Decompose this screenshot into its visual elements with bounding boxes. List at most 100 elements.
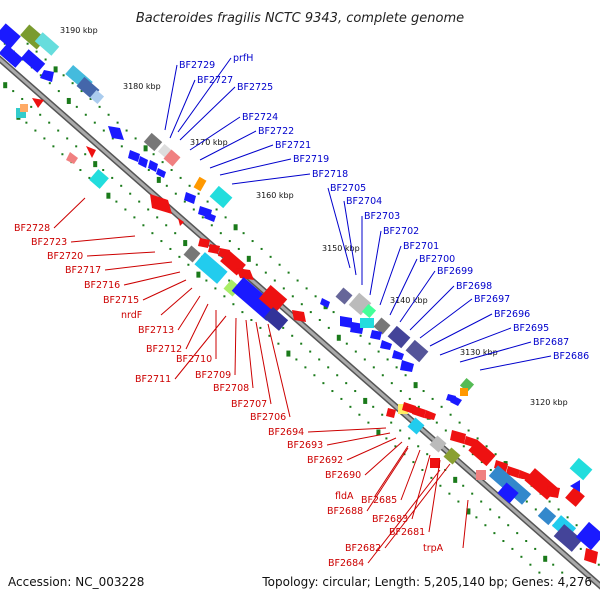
forward-gene-label[interactable]: BF2699 xyxy=(437,266,473,277)
tick-dot xyxy=(183,240,188,247)
reverse-gene-label[interactable]: BF2690 xyxy=(325,470,361,481)
leader-line xyxy=(219,158,292,176)
tick-dot xyxy=(120,184,123,187)
tick-dot xyxy=(390,382,393,385)
tick-dot xyxy=(196,271,201,278)
reverse-gene-label[interactable]: fldA xyxy=(335,491,354,502)
tick-dot xyxy=(242,232,245,235)
tick-dot xyxy=(449,413,452,416)
tick-dot xyxy=(417,405,420,408)
tick-dot xyxy=(327,366,330,369)
forward-gene-label[interactable]: BF2703 xyxy=(364,211,400,222)
tick-dot xyxy=(390,421,393,424)
forward-gene-label[interactable]: BF2698 xyxy=(456,281,492,292)
tick-dot xyxy=(44,58,47,61)
forward-gene-label[interactable]: BF2705 xyxy=(330,183,366,194)
reverse-gene-label[interactable]: BF2684 xyxy=(328,558,364,569)
tick-dot xyxy=(557,508,560,511)
tick-dot xyxy=(575,524,578,527)
reverse-gene-label[interactable]: BF2716 xyxy=(84,280,120,291)
reverse-gene-label[interactable]: BF2712 xyxy=(146,344,182,355)
leader-line xyxy=(142,279,187,301)
tick-dot xyxy=(363,397,368,404)
reverse-gene-label[interactable]: BF2685 xyxy=(361,495,397,506)
reverse-gene-label[interactable]: BF2681 xyxy=(389,527,425,538)
tick-label: 3140 kbp xyxy=(390,296,428,305)
forward-gene-label[interactable]: BF2725 xyxy=(237,82,273,93)
tick-dot xyxy=(61,153,64,156)
tick-dot xyxy=(21,97,24,100)
reverse-gene-label[interactable]: BF2710 xyxy=(176,354,212,365)
forward-gene-label[interactable]: BF2722 xyxy=(258,126,294,137)
tick-dot xyxy=(466,508,471,515)
reverse-gene-label[interactable]: BF2708 xyxy=(213,383,249,394)
reverse-gene-label[interactable]: BF2720 xyxy=(47,251,83,262)
tick-dot xyxy=(197,192,200,195)
forward-gene-label[interactable]: BF2697 xyxy=(474,294,510,305)
reverse-gene-label[interactable]: BF2709 xyxy=(195,370,231,381)
leader-line xyxy=(177,295,201,331)
tick-dot xyxy=(224,216,227,219)
leader-line xyxy=(400,449,421,501)
forward-gene-label[interactable]: BF2695 xyxy=(513,323,549,334)
forward-gene-label[interactable]: BF2700 xyxy=(419,254,455,265)
reverse-gene-label[interactable]: trpA xyxy=(423,543,444,554)
tick-dot xyxy=(35,50,38,53)
tick-dot xyxy=(215,208,218,211)
forward-gene-label[interactable]: BF2727 xyxy=(197,75,233,86)
tick-dot xyxy=(498,516,501,519)
tick-dot xyxy=(147,169,150,172)
forward-gene-label[interactable]: BF2704 xyxy=(346,196,382,207)
reverse-gene-label[interactable]: BF2728 xyxy=(14,223,50,234)
tick-dot xyxy=(52,145,55,148)
reverse-gene-label[interactable]: BF2693 xyxy=(287,440,323,451)
reverse-gene-label[interactable]: BF2692 xyxy=(307,455,343,466)
reverse-gene-label[interactable]: BF2682 xyxy=(345,543,381,554)
reverse-gene-label[interactable]: BF2713 xyxy=(138,325,174,336)
forward-gene-label[interactable]: prfH xyxy=(233,53,253,64)
tick-dot xyxy=(327,326,330,329)
tick-dot xyxy=(467,429,470,432)
reverse-gene-label[interactable]: BF2717 xyxy=(65,265,101,276)
tick-dot xyxy=(485,445,488,448)
tick-dot xyxy=(201,216,204,219)
leader-line xyxy=(267,323,291,418)
leader-line xyxy=(346,437,397,461)
forward-gene-label[interactable]: BF2729 xyxy=(179,60,215,71)
leader-line xyxy=(179,86,236,141)
tick-dot xyxy=(372,405,375,408)
tick-dot xyxy=(359,334,362,337)
leader-line xyxy=(86,251,156,257)
reverse-gene-label[interactable]: BF2706 xyxy=(250,412,286,423)
tick-dot xyxy=(206,200,209,203)
reverse-gene-label[interactable]: BF2707 xyxy=(231,399,267,410)
reverse-gene-label[interactable]: BF2694 xyxy=(268,427,304,438)
tick-label: 3150 kbp xyxy=(322,244,360,253)
tick-dot xyxy=(187,263,190,266)
forward-gene-label[interactable]: BF2701 xyxy=(403,241,439,252)
forward-gene-label[interactable]: BF2687 xyxy=(533,337,569,348)
reverse-gene-label[interactable]: BF2683 xyxy=(372,514,408,525)
forward-gene-label[interactable]: BF2702 xyxy=(383,226,419,237)
leader-line xyxy=(379,245,402,306)
leader-line xyxy=(234,317,237,376)
forward-gene-label[interactable]: BF2719 xyxy=(293,154,329,165)
reverse-gene-label[interactable]: BF2688 xyxy=(327,506,363,517)
forward-gene-label[interactable]: BF2718 xyxy=(312,169,348,180)
tick-dot xyxy=(192,208,195,211)
tick-dot xyxy=(161,161,164,164)
tick-dot xyxy=(381,374,384,377)
tick-dot xyxy=(156,216,159,219)
reverse-gene-label[interactable]: BF2723 xyxy=(31,237,67,248)
reverse-gene-label[interactable]: BF2711 xyxy=(135,374,171,385)
tick-dot xyxy=(399,429,402,432)
tick-dot xyxy=(106,192,111,199)
forward-gene-label[interactable]: BF2724 xyxy=(242,112,278,123)
forward-gene-label[interactable]: BF2696 xyxy=(494,309,530,320)
leader-line xyxy=(231,173,311,185)
forward-gene-label[interactable]: BF2721 xyxy=(275,140,311,151)
reverse-gene-label[interactable]: nrdF xyxy=(121,310,142,321)
forward-gene-label[interactable]: BF2686 xyxy=(553,351,589,362)
leader-line xyxy=(70,235,136,243)
reverse-gene-label[interactable]: BF2715 xyxy=(103,295,139,306)
